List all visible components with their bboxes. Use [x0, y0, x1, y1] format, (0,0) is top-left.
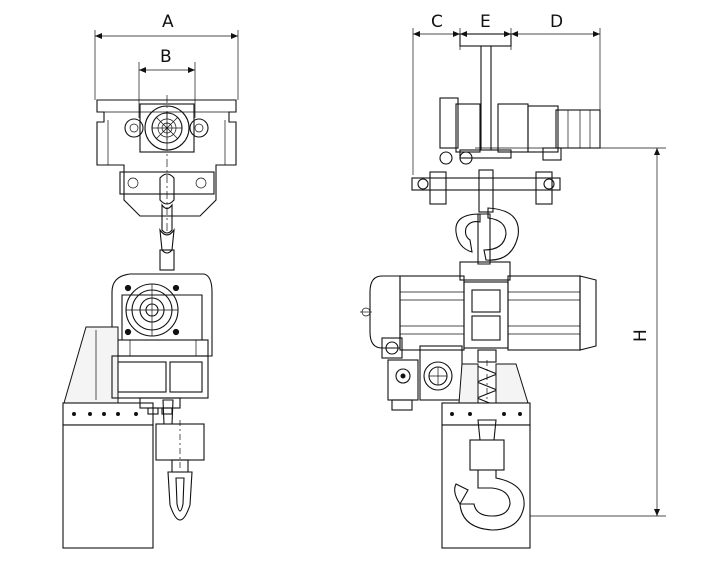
front-hook-block	[155, 399, 205, 521]
dimension-e-label: E	[480, 12, 491, 32]
front-chain-container	[62, 326, 154, 549]
side-hoist-body	[360, 261, 597, 351]
dimension-d: D	[511, 12, 601, 110]
side-top-hook	[455, 207, 519, 265]
side-bottom-hook	[454, 419, 525, 531]
side-chain-container	[441, 363, 531, 549]
dimension-b: B	[138, 47, 196, 118]
dimension-c-label: C	[431, 12, 443, 32]
front-hoist-body	[111, 273, 213, 357]
dimension-e: E	[460, 12, 512, 50]
side-view	[360, 33, 601, 549]
dimension-c: C	[412, 12, 461, 175]
front-control-box	[111, 355, 209, 415]
dimension-a-label: A	[162, 12, 174, 32]
dimension-h-label: H	[631, 329, 651, 342]
side-control-box	[381, 337, 463, 411]
front-chain-link	[159, 203, 175, 271]
front-trolley	[96, 95, 237, 235]
dimension-a: A	[94, 12, 239, 100]
dimension-d-label: D	[550, 12, 563, 32]
front-view	[62, 95, 237, 549]
side-trolley	[411, 97, 601, 213]
dimension-b-label: B	[160, 47, 172, 67]
side-i-beam	[459, 33, 512, 159]
